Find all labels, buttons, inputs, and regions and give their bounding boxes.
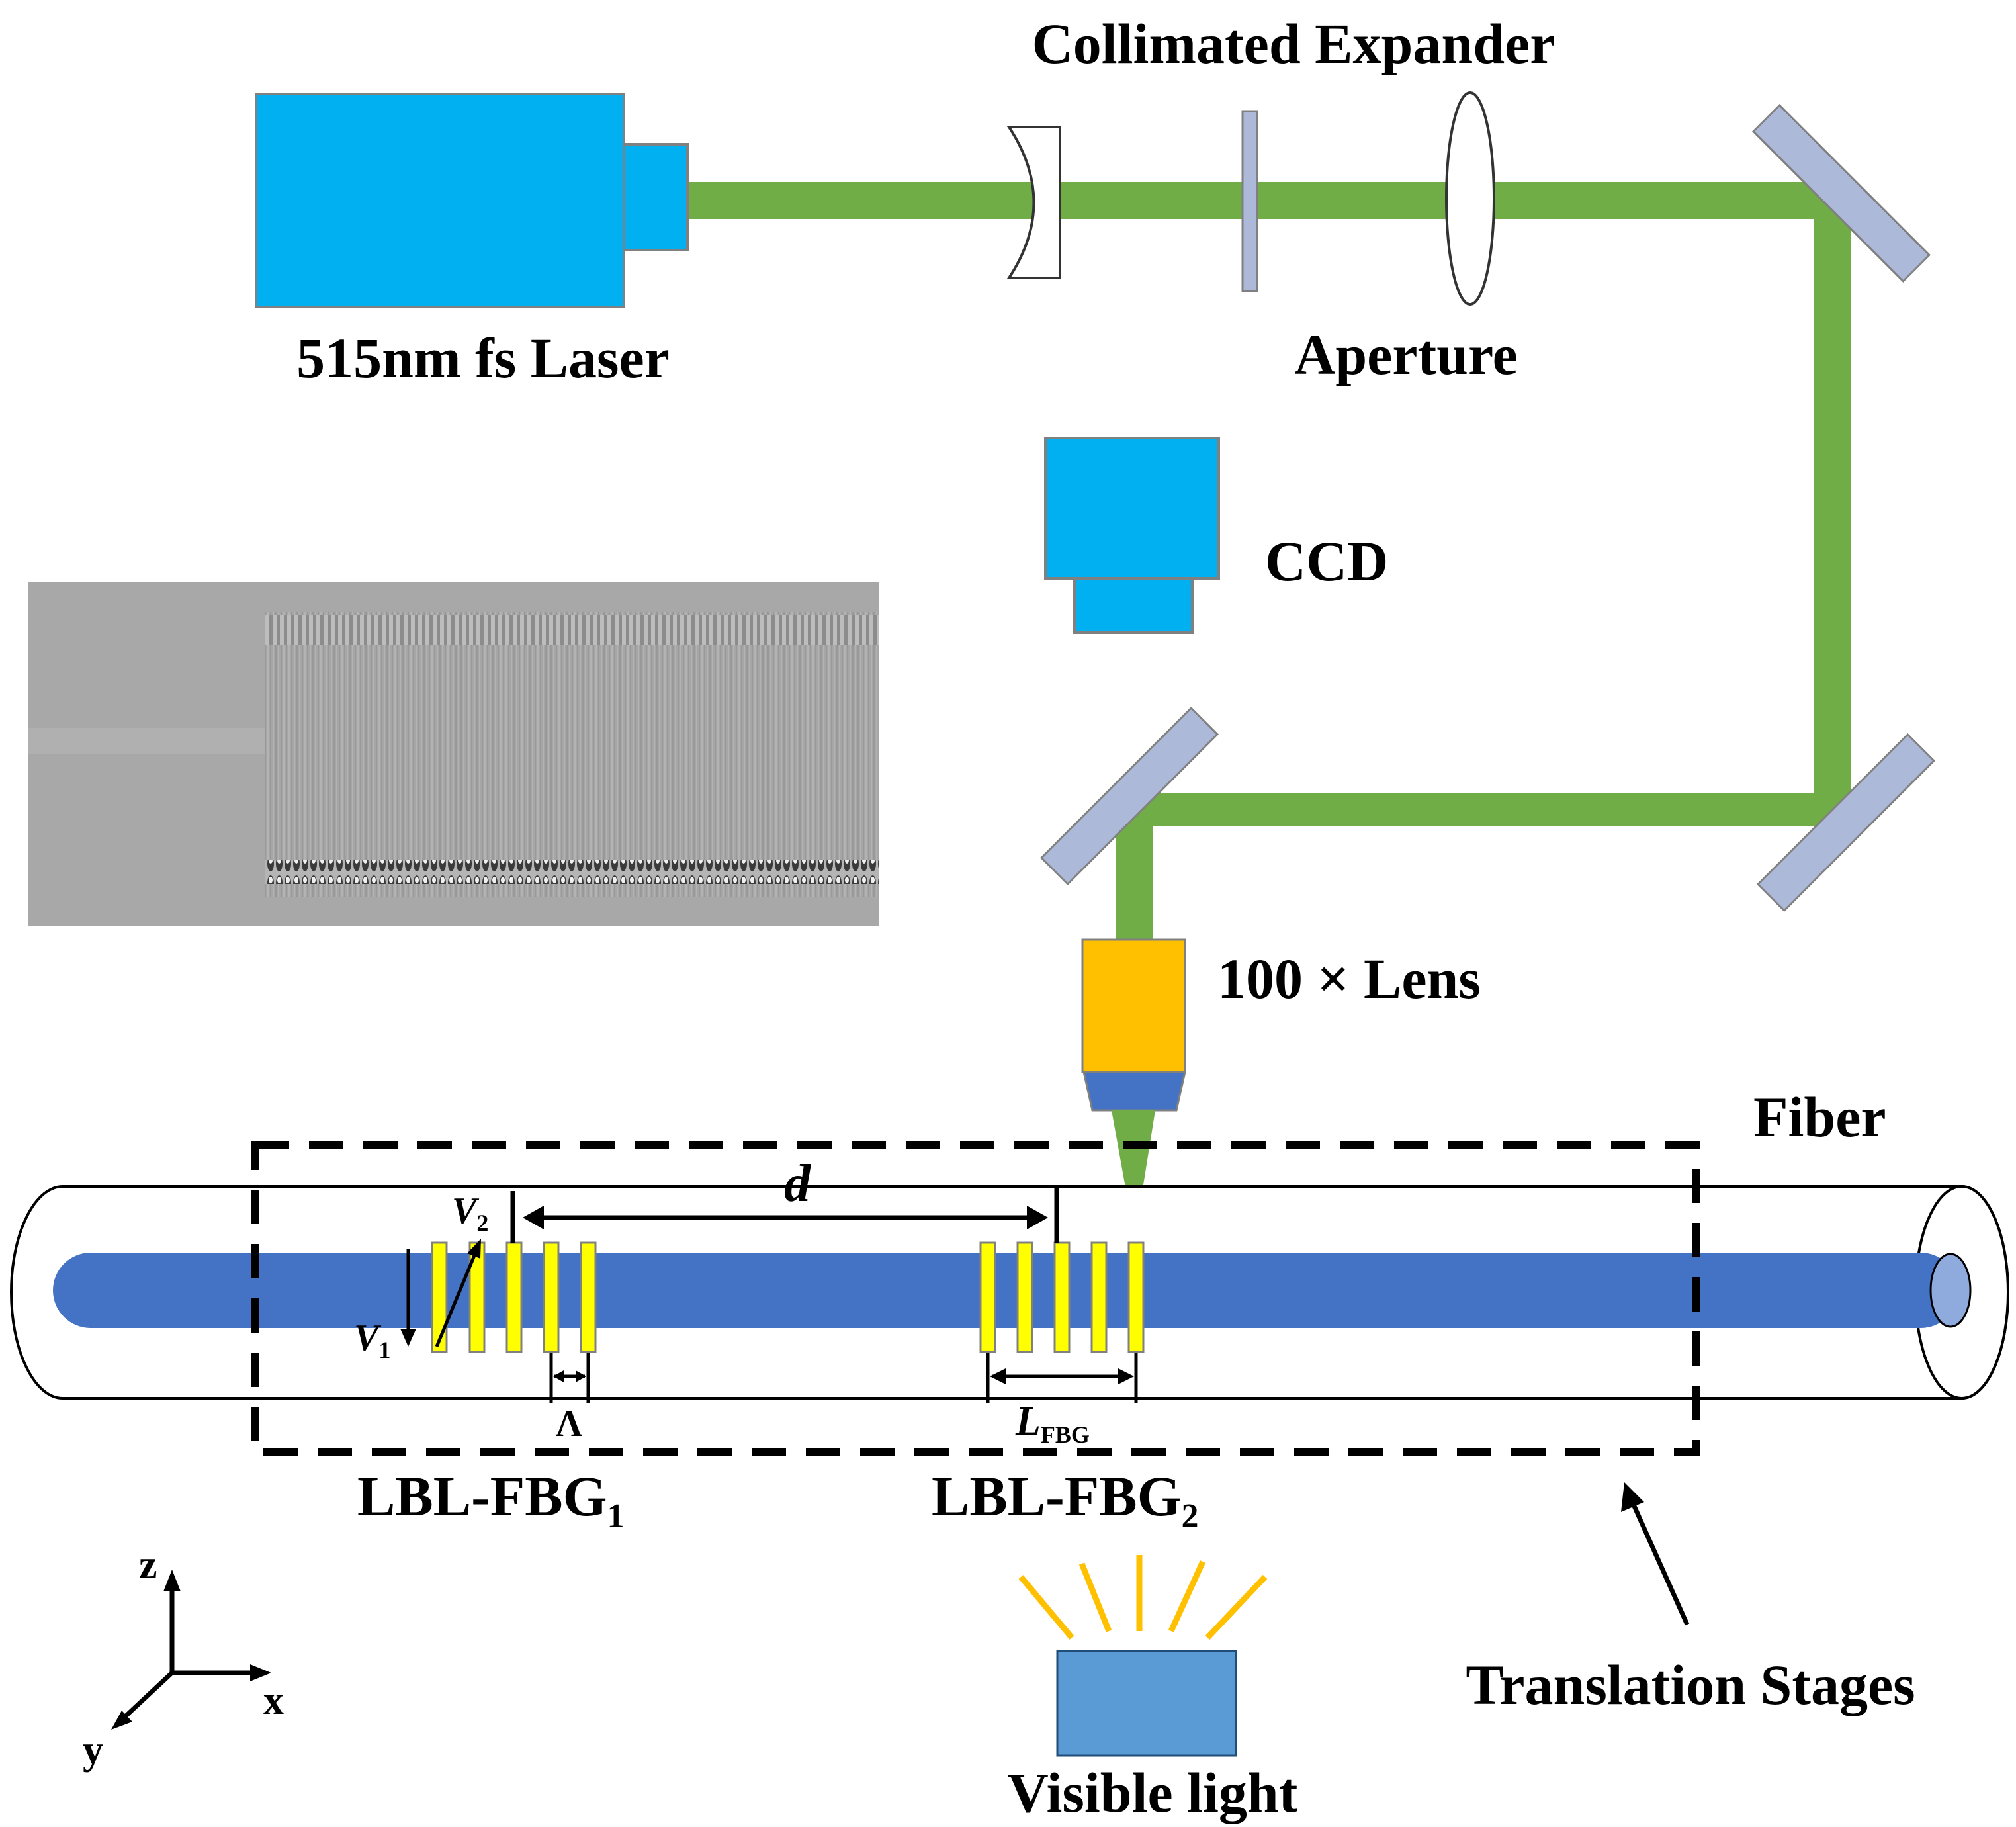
collimated-expander-label: Collimated Expander bbox=[1032, 12, 1556, 75]
period-label: Λ bbox=[556, 1404, 582, 1445]
translation-stage-box bbox=[251, 1141, 1700, 1456]
visible-light-label: Visible light bbox=[1008, 1761, 1298, 1824]
axis-x-label: x bbox=[263, 1678, 284, 1723]
laser-label: 515nm fs Laser bbox=[296, 326, 670, 390]
light-rays bbox=[1018, 1555, 1268, 1640]
lens-label: 100 × Lens bbox=[1217, 947, 1481, 1010]
translation-stages-pointer bbox=[1621, 1482, 1690, 1626]
objective-lens bbox=[1081, 938, 1186, 1239]
translation-stages-label: Translation Stages bbox=[1466, 1653, 1915, 1716]
grating-1 bbox=[431, 1241, 597, 1353]
distance-d-arrow bbox=[510, 1188, 1059, 1243]
axis-z-label: z bbox=[139, 1542, 157, 1587]
v1-label: V1 bbox=[354, 1317, 390, 1363]
velocity-arrows bbox=[400, 1239, 481, 1347]
grating-2 bbox=[979, 1241, 1145, 1353]
ccd-label: CCD bbox=[1265, 529, 1388, 593]
femtosecond-laser bbox=[255, 93, 689, 308]
ccd-camera bbox=[1044, 437, 1220, 634]
grating-1-label: LBL-FBG1 bbox=[357, 1464, 625, 1535]
grating-2-label: LBL-FBG2 bbox=[932, 1464, 1199, 1535]
aperture-plate bbox=[1241, 110, 1258, 292]
distance-d-label: d bbox=[784, 1155, 811, 1213]
length-fbg-arrow bbox=[986, 1353, 1138, 1403]
mirror-bottom-right bbox=[1756, 733, 1936, 913]
fiber-label: Fiber bbox=[1753, 1085, 1886, 1149]
concave-lens bbox=[1006, 126, 1061, 279]
convex-lens bbox=[1445, 91, 1495, 306]
coordinate-axes bbox=[111, 1570, 271, 1730]
v2-label: V2 bbox=[452, 1190, 488, 1236]
mirror-top-right bbox=[1751, 103, 1931, 283]
fiber-grating-micrograph bbox=[28, 582, 879, 926]
visible-light-source bbox=[1056, 1650, 1237, 1757]
axis-y-label: y bbox=[83, 1728, 103, 1773]
aperture-label: Aperture bbox=[1294, 323, 1518, 386]
period-arrow bbox=[549, 1353, 590, 1403]
mirror-bottom-left bbox=[1039, 706, 1219, 886]
length-fbg-label: LFBG bbox=[1015, 1399, 1090, 1448]
